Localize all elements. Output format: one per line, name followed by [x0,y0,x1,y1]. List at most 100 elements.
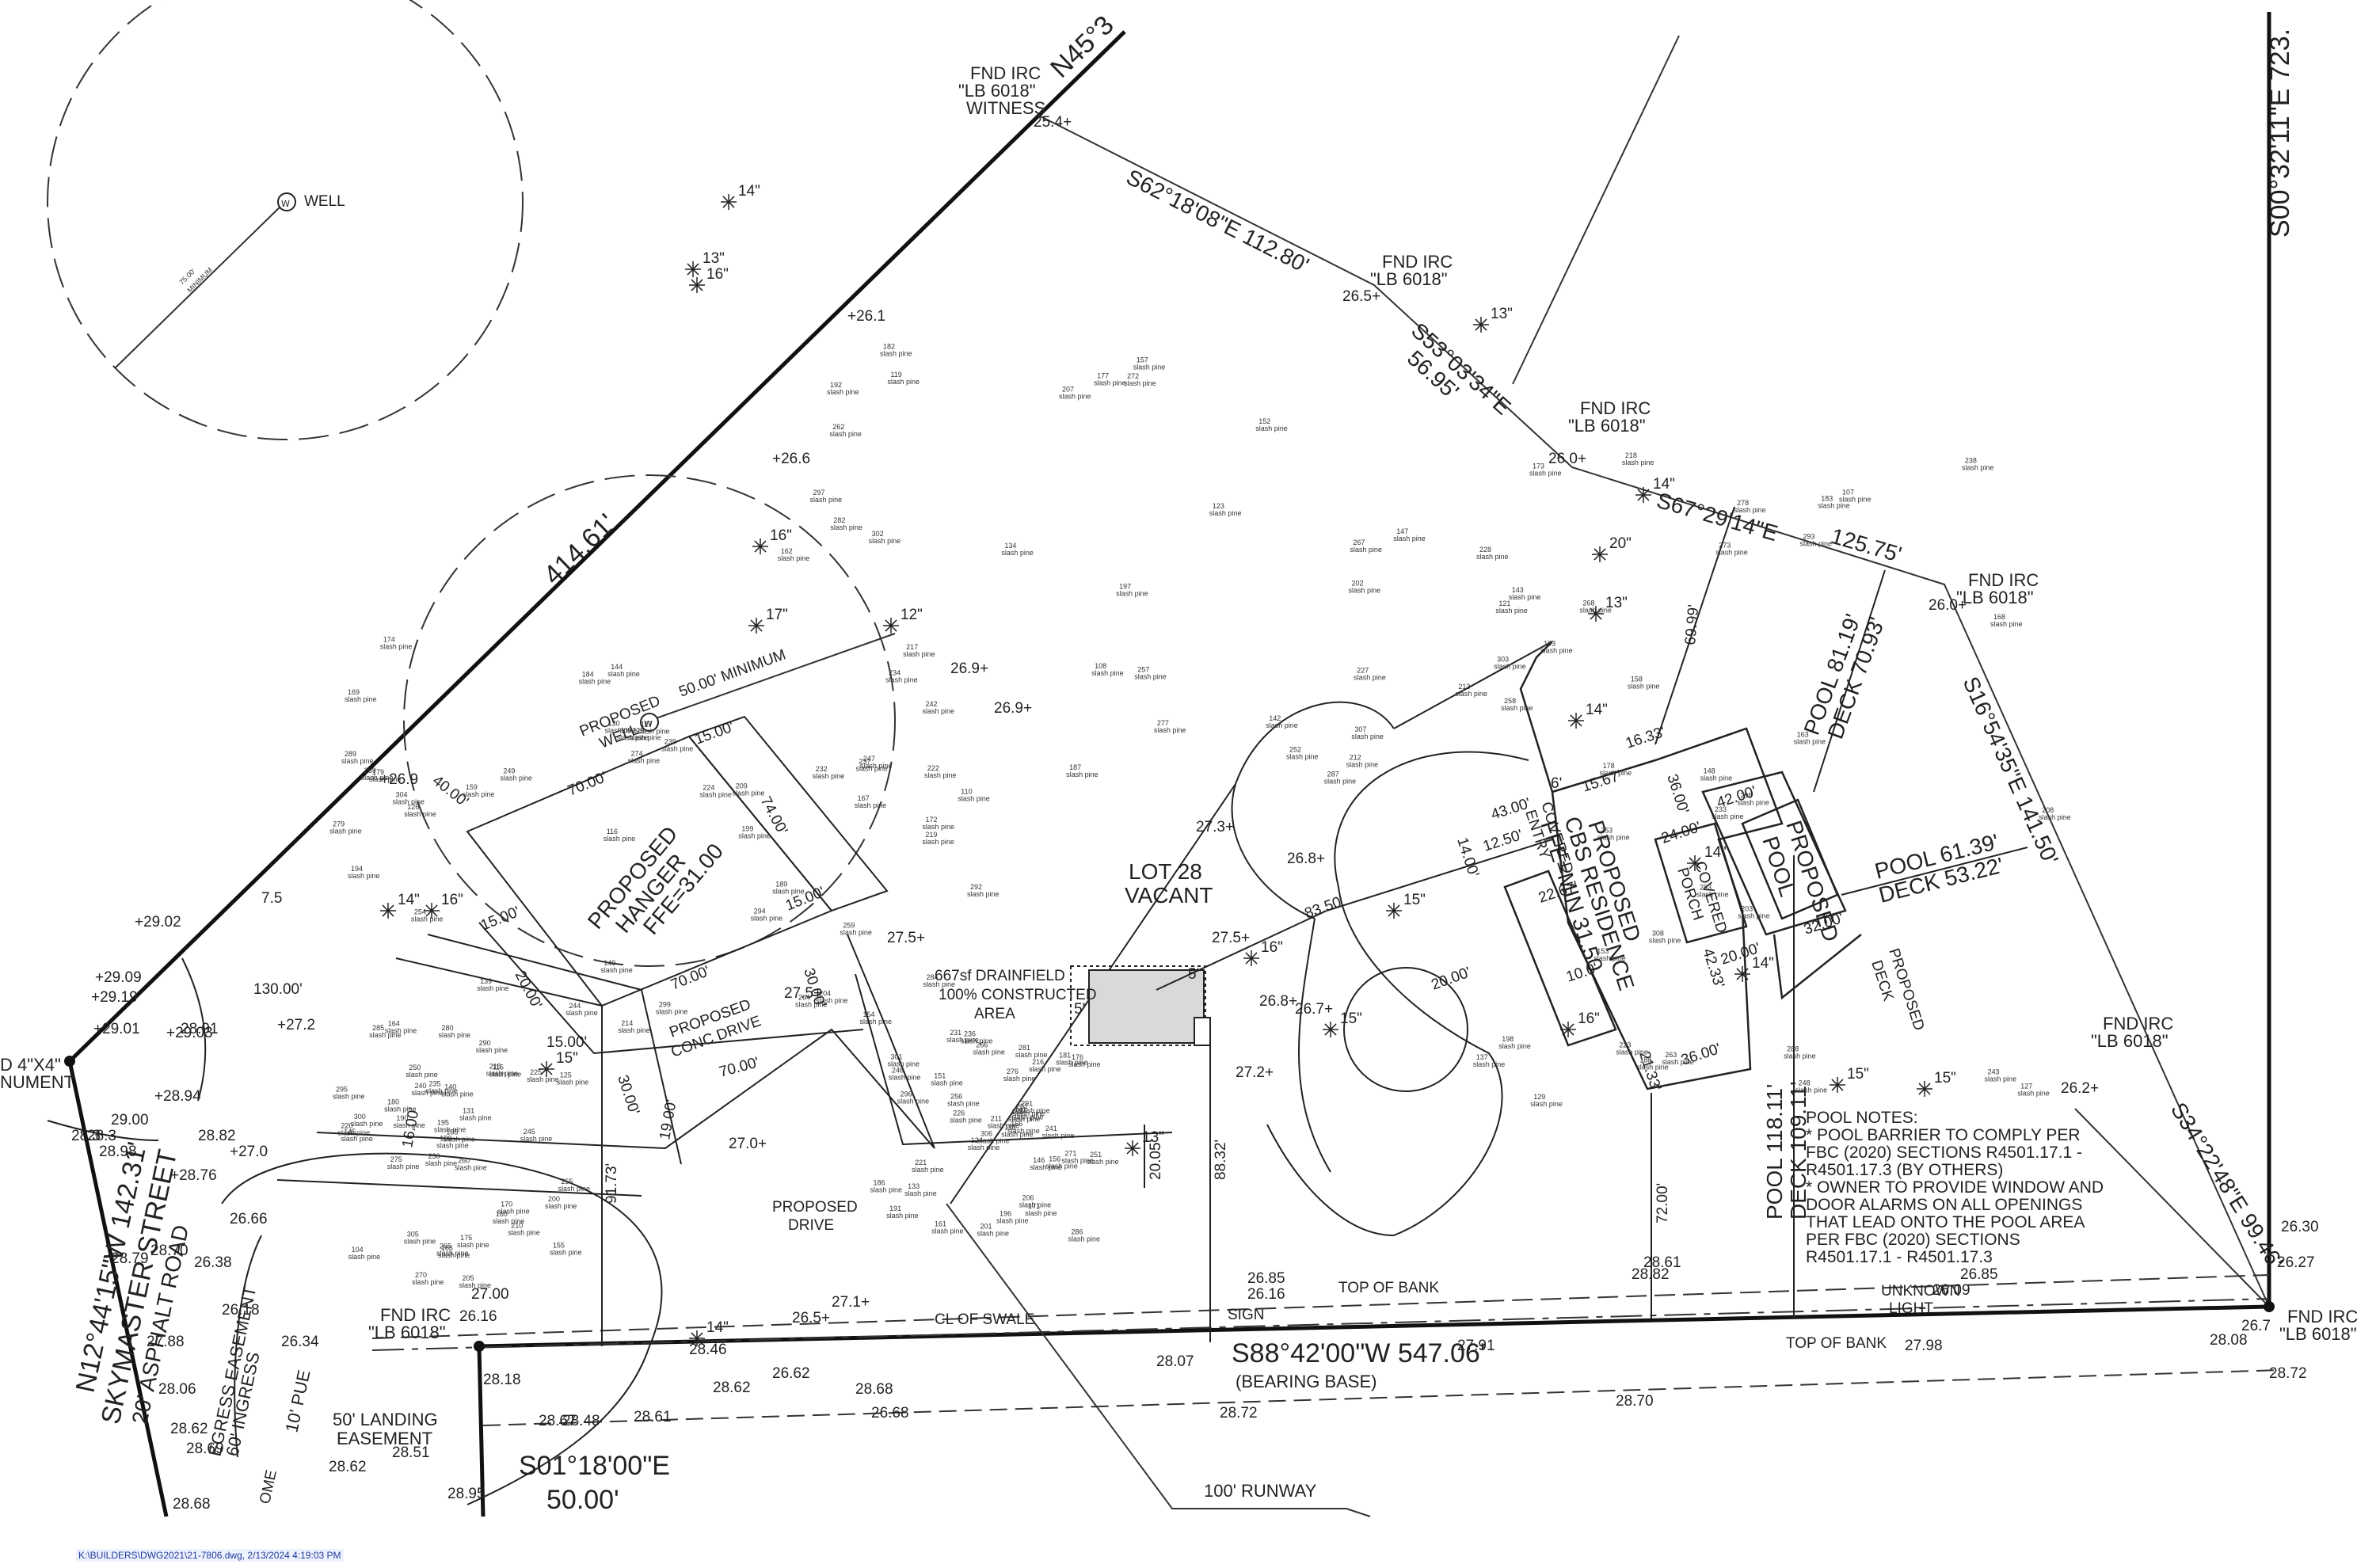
pine-label: slash pine [887,378,920,386]
pine-number: 190 [396,1114,408,1122]
pine-number: 285 [372,1024,384,1032]
pine-number: 239 [664,738,676,746]
pine-number: 172 [925,816,937,824]
pine-label: slash pine [1795,1086,1828,1094]
pine-number: 280 [442,1024,454,1032]
tree-size-label: 16" [706,266,729,283]
ingress-curves [47,957,663,1505]
pine-label: slash pine [795,1000,828,1008]
tree-icon [748,618,764,634]
svg-text:SIGN: SIGN [1228,1307,1264,1323]
pine-number: 251 [1090,1151,1102,1159]
nw-boundary-line [68,30,1126,1063]
elevation-label: 28.3 [87,1128,116,1144]
pine-number: 283 [1700,883,1712,891]
proposed-well-radius [403,474,896,967]
pine-label: slash pine [1530,1100,1563,1108]
pine-label: slash pine [425,1159,458,1167]
pine-label: slash pine [1011,1113,1044,1121]
pine-label: slash pine [477,984,509,992]
pine-number: 181 [1059,1052,1071,1060]
tree-size-label: 16" [1578,1010,1600,1027]
pine-label: slash pine [459,1114,492,1122]
pine-label: slash pine [1116,590,1148,598]
pine-label: slash pine [813,772,845,780]
pine-label: slash pine [1134,672,1167,680]
svg-text:14.00': 14.00' [1453,835,1482,879]
svg-text:PER FBC (2020) SECTIONS: PER FBC (2020) SECTIONS [1806,1231,2020,1249]
tree-icon [1568,713,1584,729]
pine-label: slash pine [1784,1052,1816,1060]
elevation-label: 28.62 [329,1459,367,1475]
pine-label: slash pine [1498,1042,1531,1050]
elevation-label: 29.00 [111,1112,149,1128]
runway-line [946,1203,1371,1517]
pine-label: slash pine [1990,620,2023,628]
pine-number: 149 [604,959,615,967]
tree-size-label: 17" [766,607,788,623]
pine-number: 130 [608,719,620,727]
svg-text:70.00': 70.00' [718,1054,761,1081]
elevation-label: 28.61 [634,1409,672,1425]
pine-number: 253 [1601,827,1613,835]
pine-number: 205 [463,1274,474,1282]
pine-label: slash pine [946,1036,979,1044]
tree-icon [1635,487,1651,503]
elevation-label: 26.85 [1960,1266,1998,1283]
well-label: WELL [304,193,345,210]
pine-number: 226 [953,1109,965,1117]
elevation-label: 26.7+ [1295,1001,1333,1018]
pine-label: slash pine [699,791,732,799]
septic-tank [1194,1017,1211,1046]
pine-number: 267 [1353,539,1365,546]
elevation-label: 26.18 [222,1302,260,1319]
tree-size-label: 13" [703,250,725,267]
elevation-label: 28.79 [111,1250,149,1267]
pine-label: slash pine [1350,546,1382,554]
pine-number: 211 [991,1114,1002,1122]
pine-label: slash pine [733,790,765,797]
pine-label: slash pine [527,1075,559,1083]
pine-label: slash pine [1393,535,1426,542]
pine-number: 297 [813,489,825,497]
pine-number: 158 [1631,675,1643,683]
pine-number: 144 [611,663,623,671]
elevation-label: 26.7 [2241,1318,2271,1334]
tree-size-label: 16" [770,527,792,544]
pine-label: slash pine [404,810,436,818]
pine-number: 295 [336,1086,348,1094]
elevation-label: 27.91 [1457,1338,1495,1354]
pine-number: 150 [440,1135,451,1143]
pine-number: 133 [908,1182,920,1190]
pine-number: 255 [561,1178,573,1186]
pine-label: slash pine [500,774,532,782]
svg-text:24.00': 24.00' [1659,819,1703,847]
pine-label: slash pine [600,966,633,974]
pine-label: slash pine [889,1074,921,1082]
pine-number: 140 [444,1083,456,1091]
pine-number: 164 [388,1019,400,1027]
pine-number: 284 [926,973,938,981]
pine-number: 305 [407,1230,419,1238]
elevation-label: 26.34 [281,1334,319,1350]
pine-label: slash pine [369,775,402,783]
pine-label: slash pine [438,1251,470,1259]
pine-number: 167 [858,794,870,802]
pine-label: slash pine [897,1098,930,1106]
pine-number: 182 [883,343,895,351]
svg-text:15.00': 15.00' [546,1034,587,1051]
pine-label: slash pine [922,838,954,846]
elevation-label: 28.98 [99,1144,137,1160]
elevation-label: 26.5+ [792,1310,830,1326]
svg-text:15.00': 15.00' [478,904,522,934]
pine-number: 153 [1597,947,1609,955]
pine-number: 143 [1512,586,1524,594]
runway-label: 100' RUNWAY [1204,1481,1317,1501]
pine-number: 307 [1354,725,1366,733]
pine-number: 219 [925,831,937,839]
pine-number: 214 [621,1019,633,1027]
pine-label: slash pine [638,728,670,736]
elevation-label: 26.0+ [1548,451,1586,467]
pine-number: 302 [872,530,884,538]
tree-icon [1734,966,1750,982]
